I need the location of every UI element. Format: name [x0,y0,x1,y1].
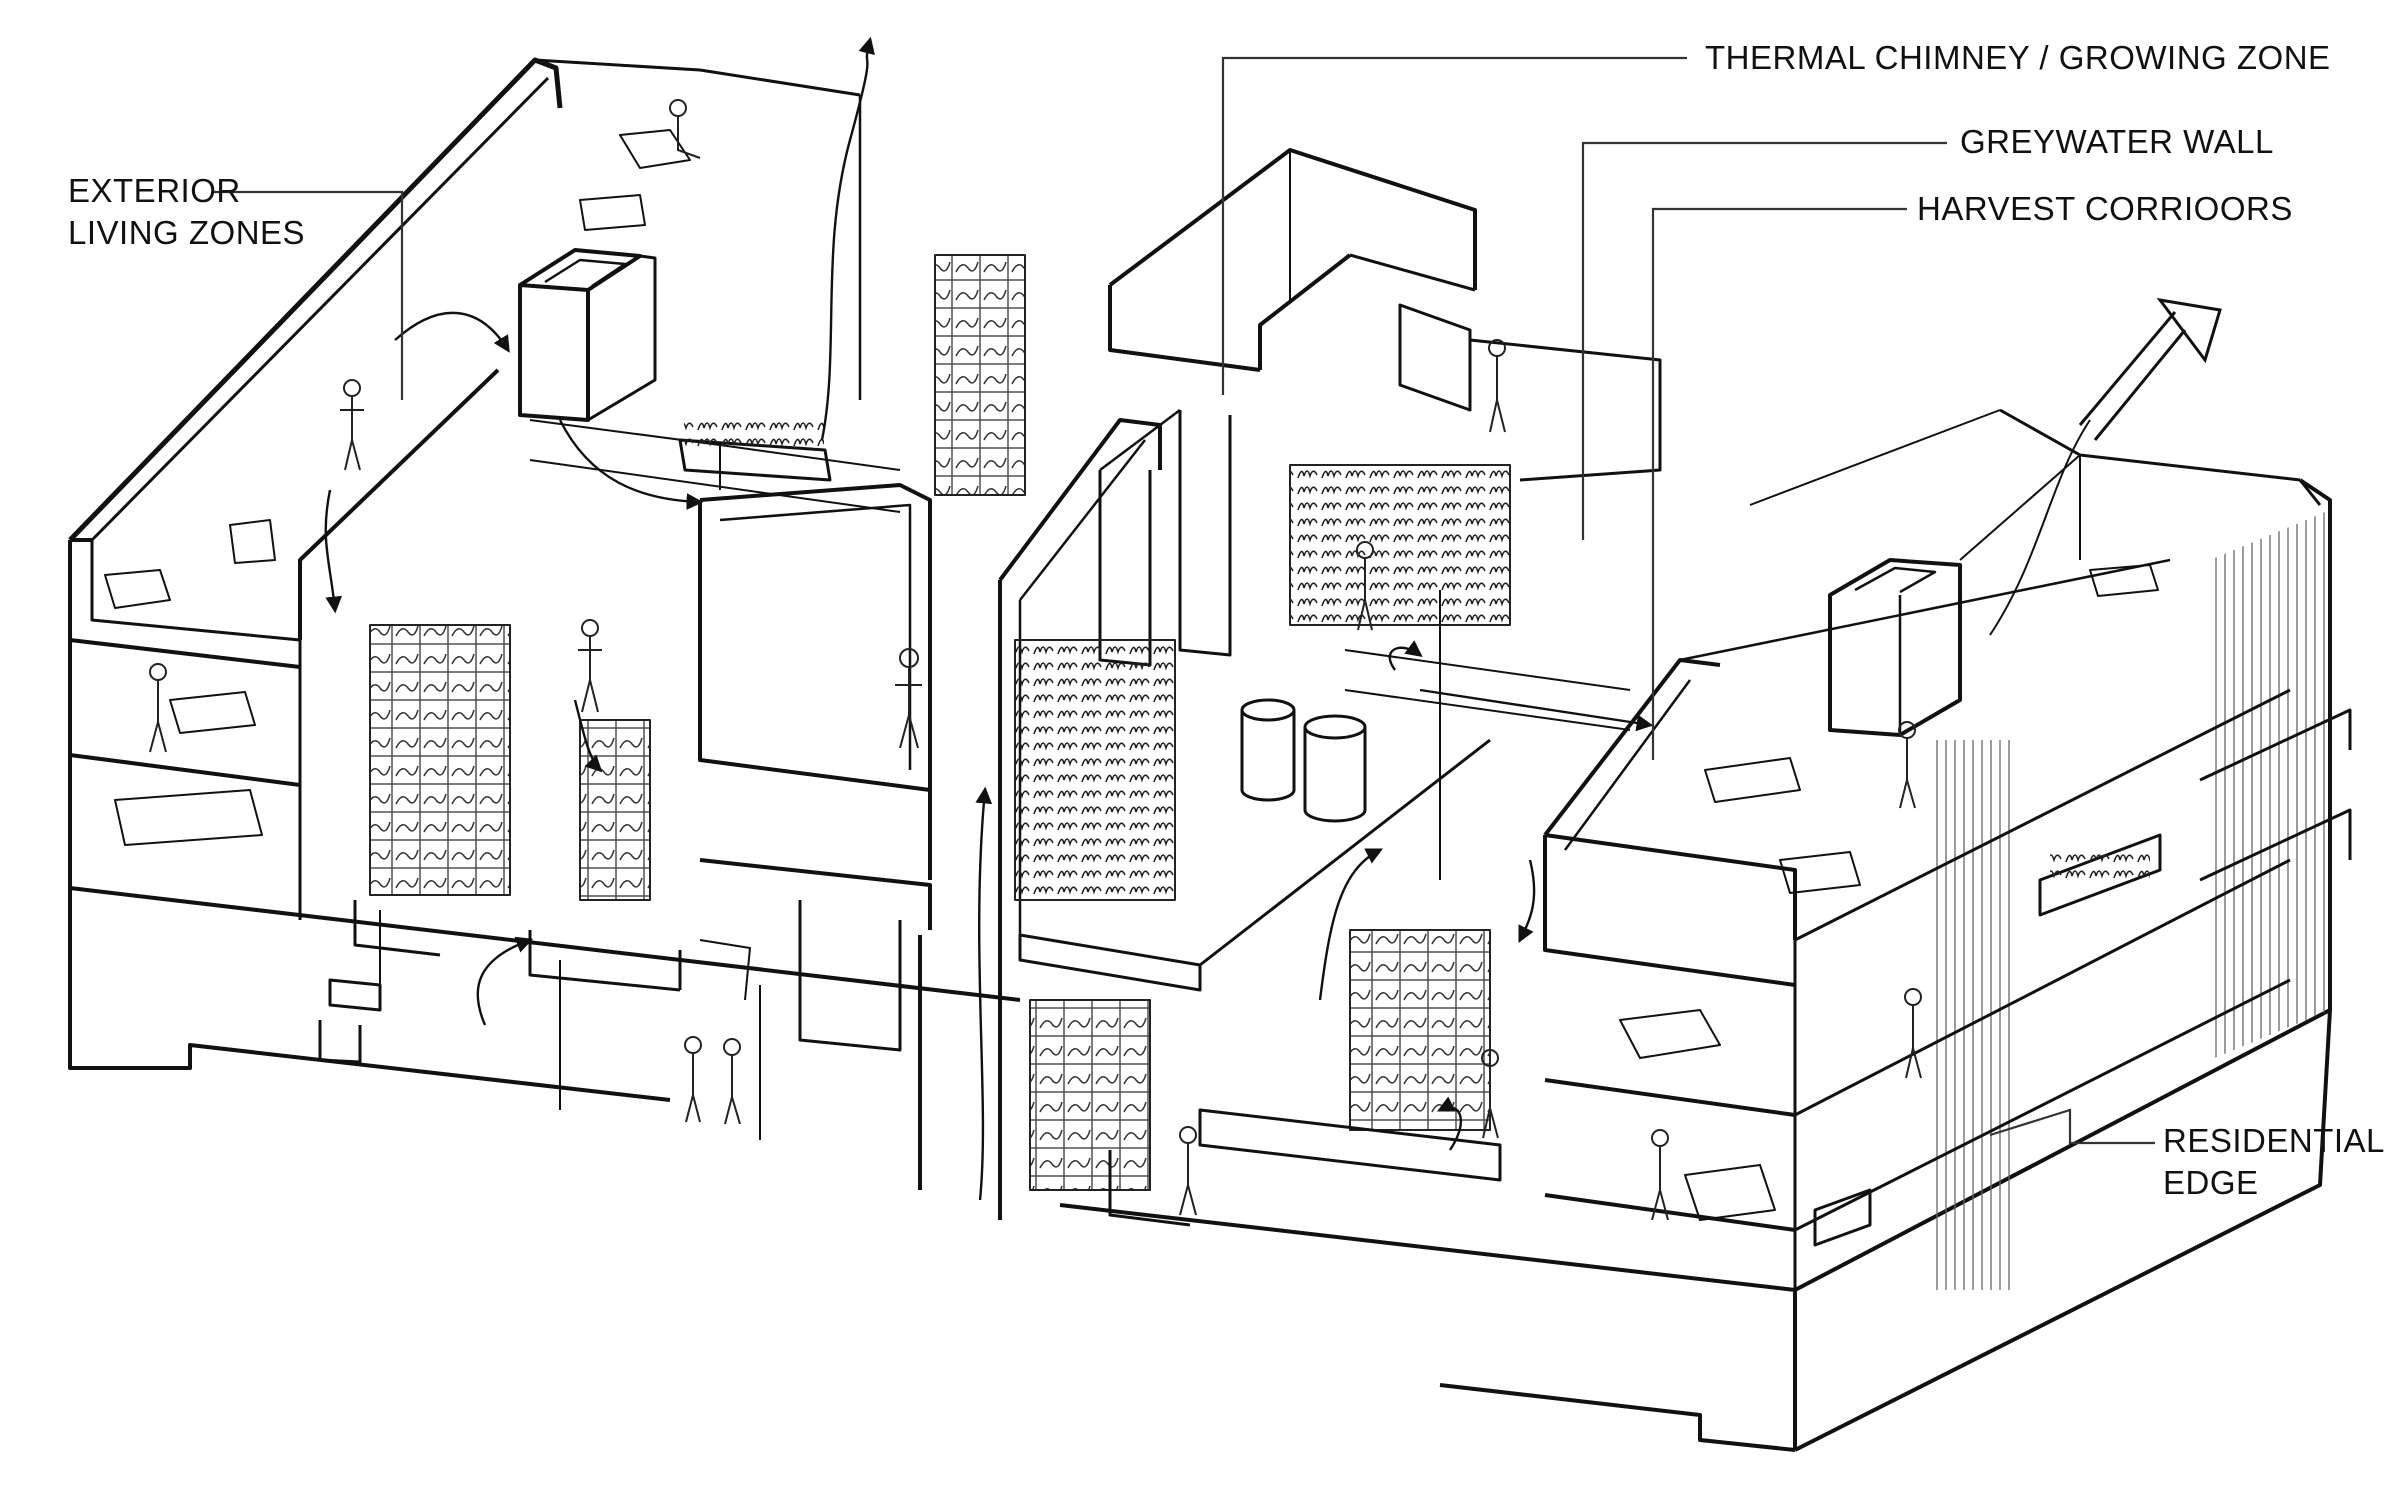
leader-lines [213,56,2155,1145]
label-exterior-line-2: LIVING ZONES [68,214,306,251]
label-thermal-chimney: THERMAL CHIMNEY / GROWING ZONE [1705,39,2331,76]
label-harvest-corridors: HARVEST CORRIOORS [1917,190,2293,227]
label-exterior-living-zones: EXTERIOR LIVING ZONES [68,170,305,254]
label-residential-line-1: RESIDENTIAL [2163,1122,2385,1159]
left-wing [68,57,1026,1140]
label-residential-edge: RESIDENTIAL EDGE [2163,1120,2385,1204]
airflow-arrows [324,36,2222,1201]
label-residential-line-2: EDGE [2163,1164,2259,1201]
label-greywater-wall: GREYWATER WALL [1960,123,2274,160]
people-figures [149,99,1922,1221]
label-exterior-line-1: EXTERIOR [68,172,241,209]
central-wing [698,148,1662,1227]
right-wing [1059,408,2352,1452]
